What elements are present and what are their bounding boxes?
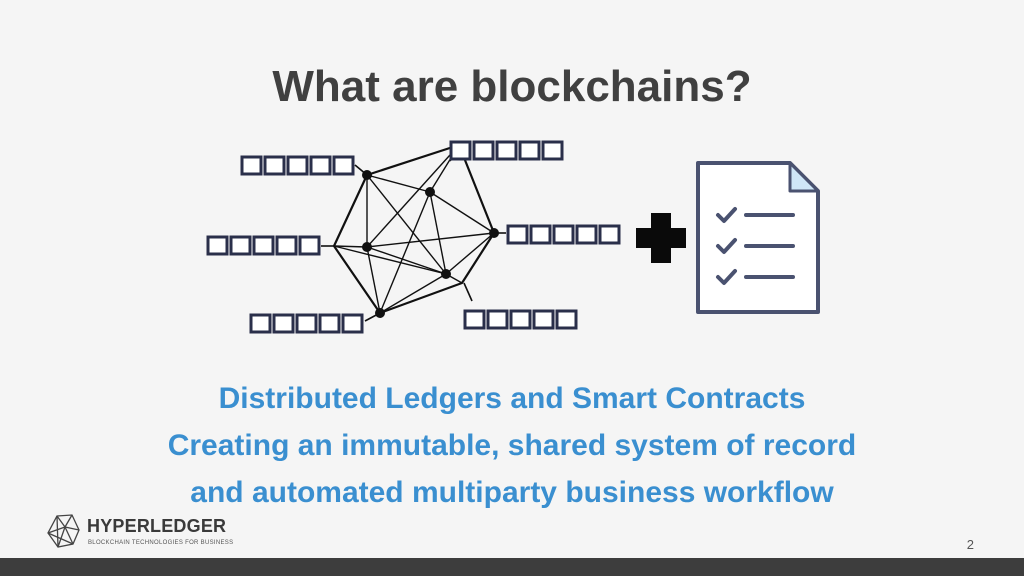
slide-title: What are blockchains? (272, 62, 752, 111)
ledger-chain-icon (249, 313, 364, 334)
ledger-chain-icon (463, 309, 578, 330)
page-number: 2 (966, 537, 974, 552)
hexagonal-network-icon (332, 143, 499, 318)
ledger-chain-icon (240, 155, 355, 176)
hyperledger-logo: HYPERLEDGER BLOCKCHAIN TECHNOLOGIES FOR … (45, 513, 245, 553)
subtitle-line-1: Distributed Ledgers and Smart Contracts (218, 382, 806, 415)
logo-tagline: BLOCKCHAIN TECHNOLOGIES FOR BUSINESS (88, 540, 234, 546)
ledger-chain-icon (506, 224, 621, 245)
blockchain-diagram (206, 140, 820, 334)
subtitle-line-2: Creating an immutable, shared system of … (167, 429, 857, 462)
checklist-document-icon (696, 161, 820, 314)
ledger-chain-icon (449, 140, 564, 161)
plus-icon (636, 213, 686, 263)
ledger-chain-icon (206, 235, 321, 256)
hyperledger-logo-icon (47, 514, 80, 548)
subtitle-line-3: and automated multiparty business workfl… (190, 476, 834, 509)
subtitle-block: Distributed Ledgers and Smart Contracts … (0, 375, 1024, 516)
logo-name: HYPERLEDGER (87, 516, 227, 536)
bottom-bar (0, 558, 1024, 576)
